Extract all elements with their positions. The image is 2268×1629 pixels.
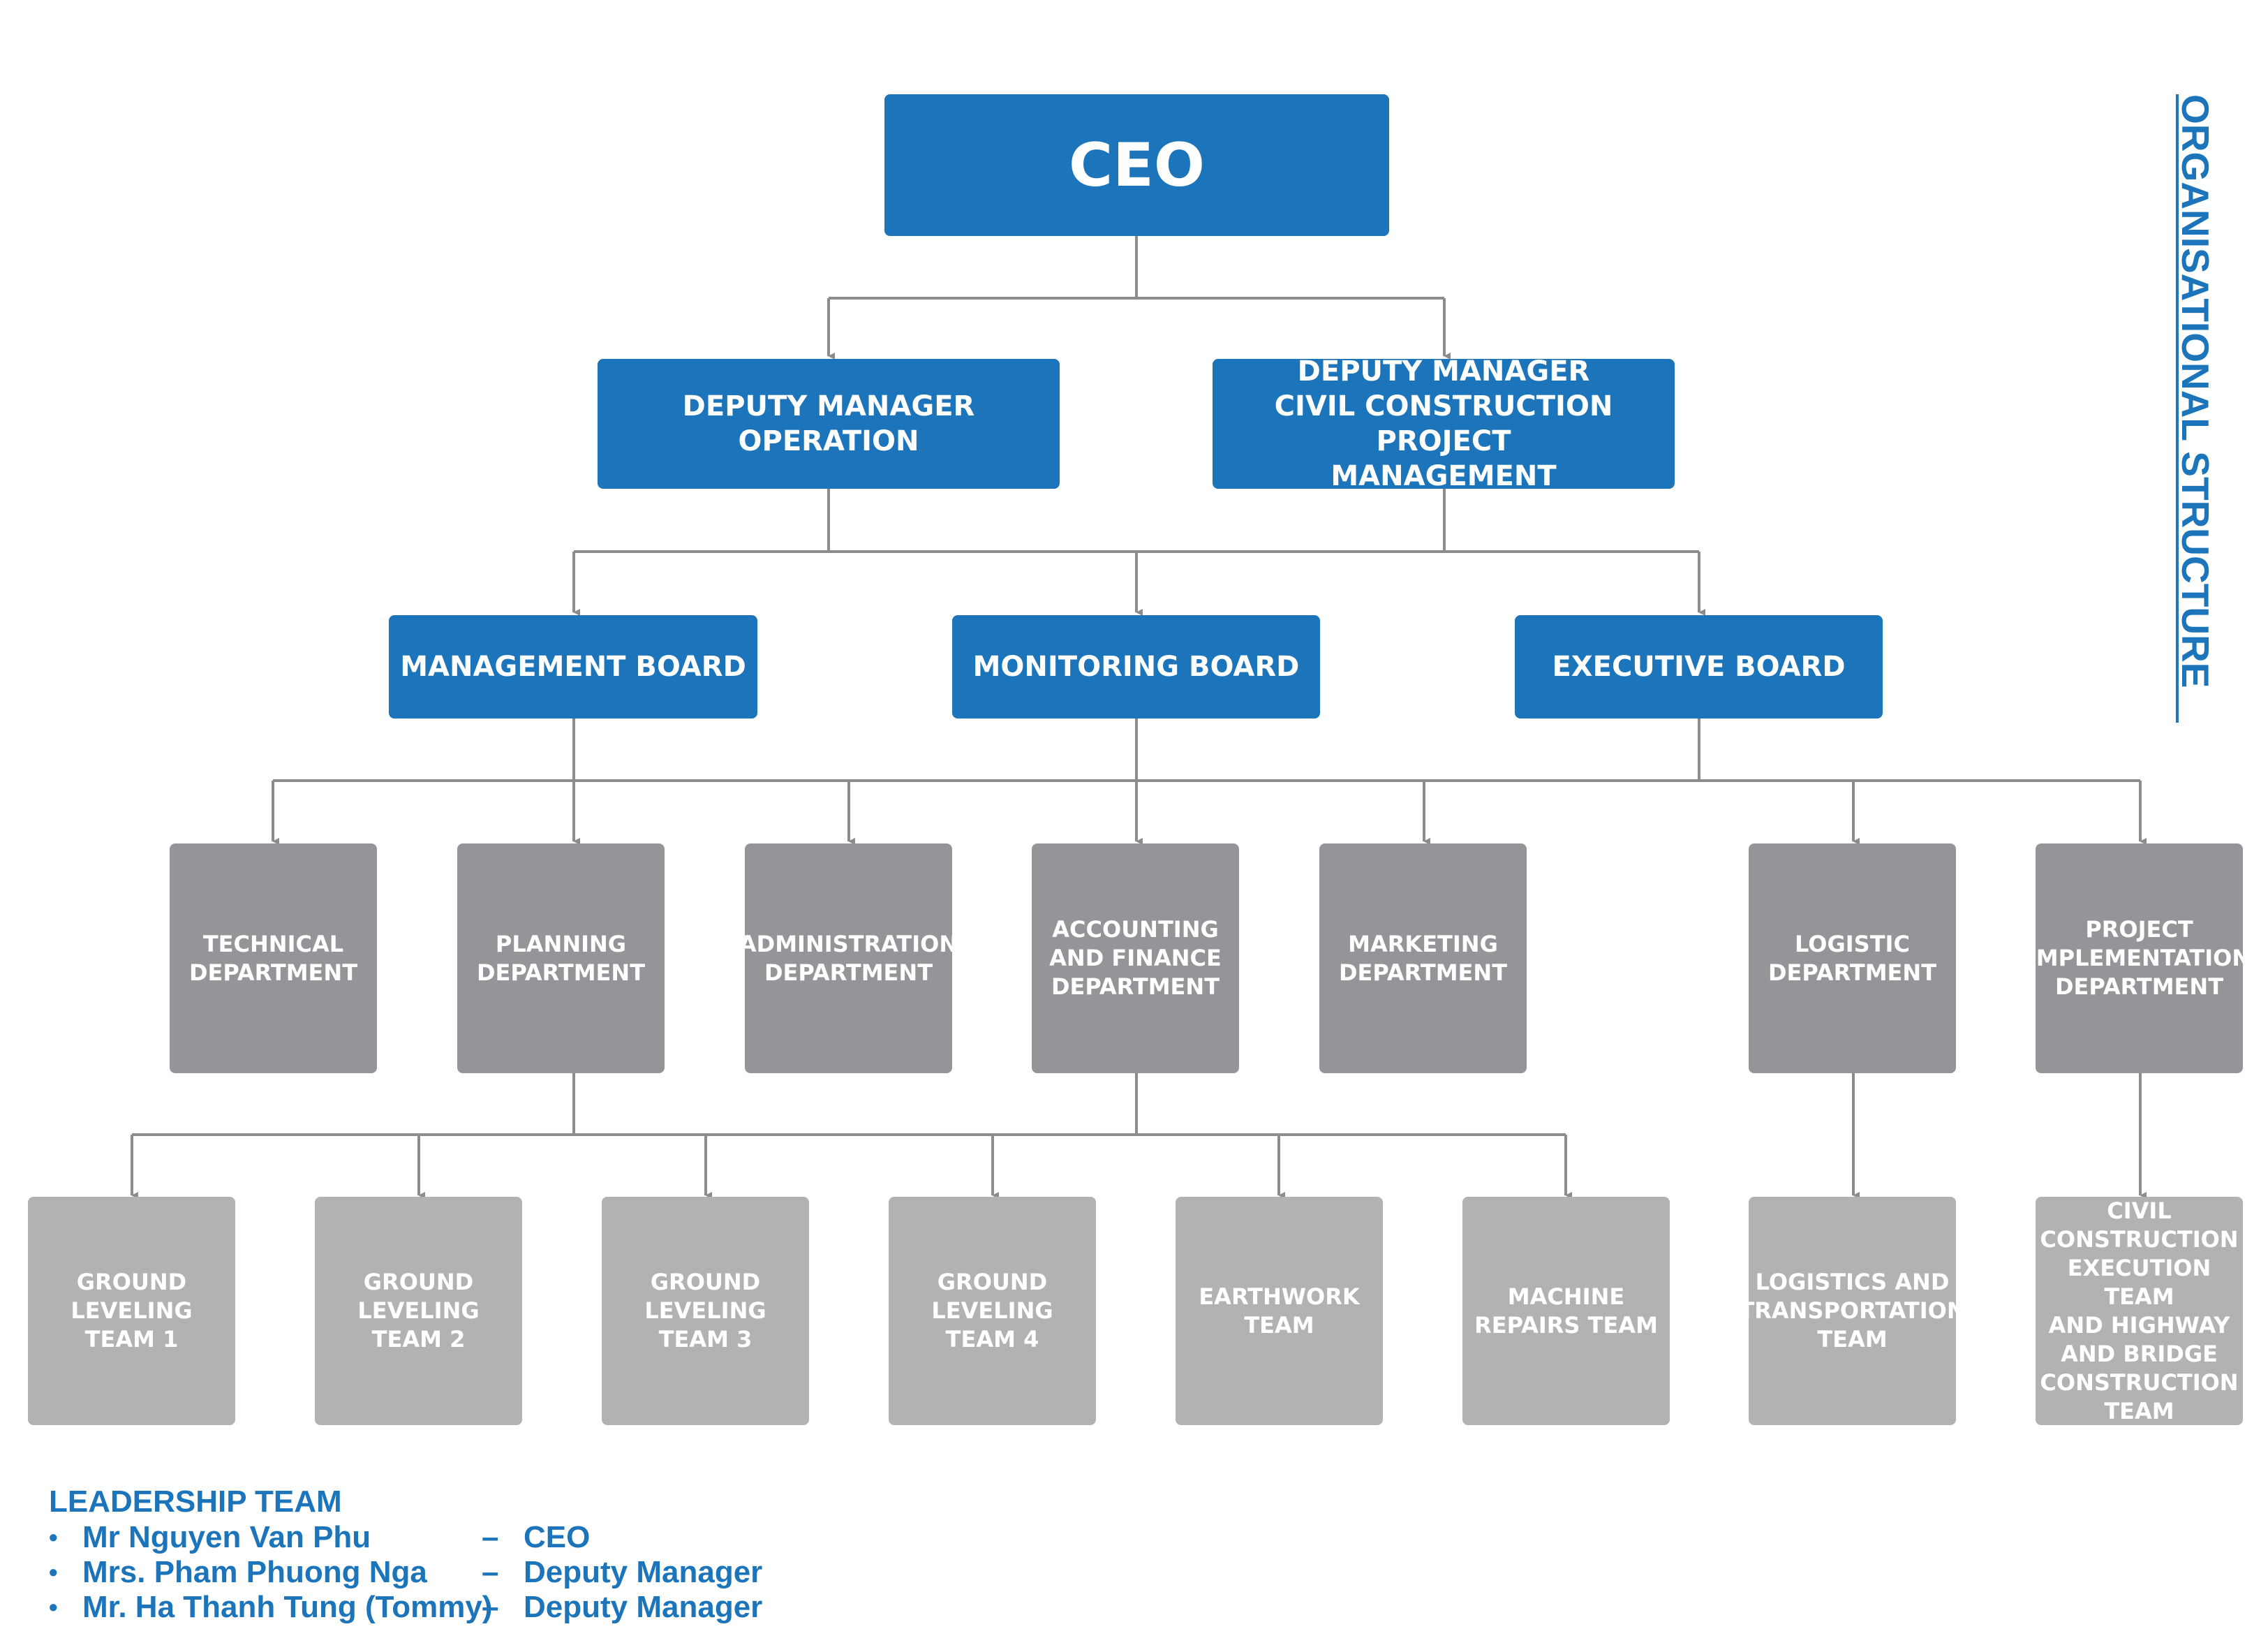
technical-department-box: TECHNICAL DEPARTMENT bbox=[170, 843, 377, 1073]
ground-leveling-team-2-box: GROUND LEVELING TEAM 2 bbox=[315, 1197, 522, 1425]
member-name: Mrs. Pham Phuong Nga bbox=[82, 1555, 427, 1589]
member-separator: – bbox=[482, 1555, 499, 1589]
bullet-icon: • bbox=[49, 1558, 58, 1586]
marketing-department-box: MARKETING DEPARTMENT bbox=[1319, 843, 1527, 1073]
earthwork-team-box: EARTHWORK TEAM bbox=[1176, 1197, 1383, 1425]
leadership-heading: LEADERSHIP TEAM bbox=[49, 1484, 342, 1519]
member-separator: – bbox=[482, 1520, 499, 1554]
administration-department-box: ADMINISTRATION DEPARTMENT bbox=[739, 843, 958, 1073]
leadership-member: • Mr. Ha Thanh Tung (Tommy) – Deputy Man… bbox=[49, 1590, 762, 1625]
member-role: Deputy Manager bbox=[524, 1590, 763, 1624]
ground-leveling-team-3-box: GROUND LEVELING TEAM 3 bbox=[602, 1197, 809, 1425]
member-role: CEO bbox=[524, 1520, 591, 1554]
logistic-department-box: LOGISTIC DEPARTMENT bbox=[1749, 843, 1956, 1073]
ground-leveling-team-1-box: GROUND LEVELING TEAM 1 bbox=[28, 1197, 235, 1425]
project-implementation-department-box: PROJECT IMPLEMENTATION DEPARTMENT bbox=[2028, 843, 2251, 1073]
member-name: Mr. Ha Thanh Tung (Tommy) bbox=[82, 1590, 493, 1624]
planning-department-box: PLANNING DEPARTMENT bbox=[457, 843, 665, 1073]
accounting-finance-department-box: ACCOUNTING AND FINANCE DEPARTMENT bbox=[1032, 843, 1239, 1073]
bullet-icon: • bbox=[49, 1593, 58, 1621]
leadership-member: • Mrs. Pham Phuong Nga – Deputy Manager bbox=[49, 1555, 762, 1590]
leadership-member: • Mr Nguyen Van Phu – CEO bbox=[49, 1520, 590, 1555]
management-board-box: MANAGEMENT BOARD bbox=[389, 615, 757, 718]
monitoring-board-box: MONITORING BOARD bbox=[952, 615, 1320, 718]
executive-board-box: EXECUTIVE BOARD bbox=[1515, 615, 1883, 718]
title-rule bbox=[2176, 94, 2179, 723]
machine-repairs-team-box: MACHINE REPAIRS TEAM bbox=[1462, 1197, 1670, 1425]
civil-construction-team-box: CIVIL CONSTRUCTION EXECUTION TEAM AND HI… bbox=[2036, 1197, 2243, 1425]
leadership-team: LEADERSHIP TEAM • Mr Nguyen Van Phu – CE… bbox=[49, 1484, 762, 1625]
member-name: Mr Nguyen Van Phu bbox=[82, 1520, 371, 1554]
diagram-title: ORGANISATIONAL STRUCTURE bbox=[2174, 94, 2217, 688]
deputy-manager-operation-box: DEPUTY MANAGER OPERATION bbox=[598, 359, 1060, 489]
bullet-icon: • bbox=[49, 1523, 58, 1551]
member-role: Deputy Manager bbox=[524, 1555, 763, 1589]
ground-leveling-team-4-box: GROUND LEVELING TEAM 4 bbox=[889, 1197, 1096, 1425]
member-separator: – bbox=[482, 1590, 499, 1624]
deputy-manager-civil-box: DEPUTY MANAGER CIVIL CONSTRUCTION PROJEC… bbox=[1213, 355, 1675, 492]
ceo-box: CEO bbox=[884, 94, 1389, 236]
logistics-transportation-team-box: LOGISTICS AND TRANSPORTATION TEAM bbox=[1739, 1197, 1966, 1425]
